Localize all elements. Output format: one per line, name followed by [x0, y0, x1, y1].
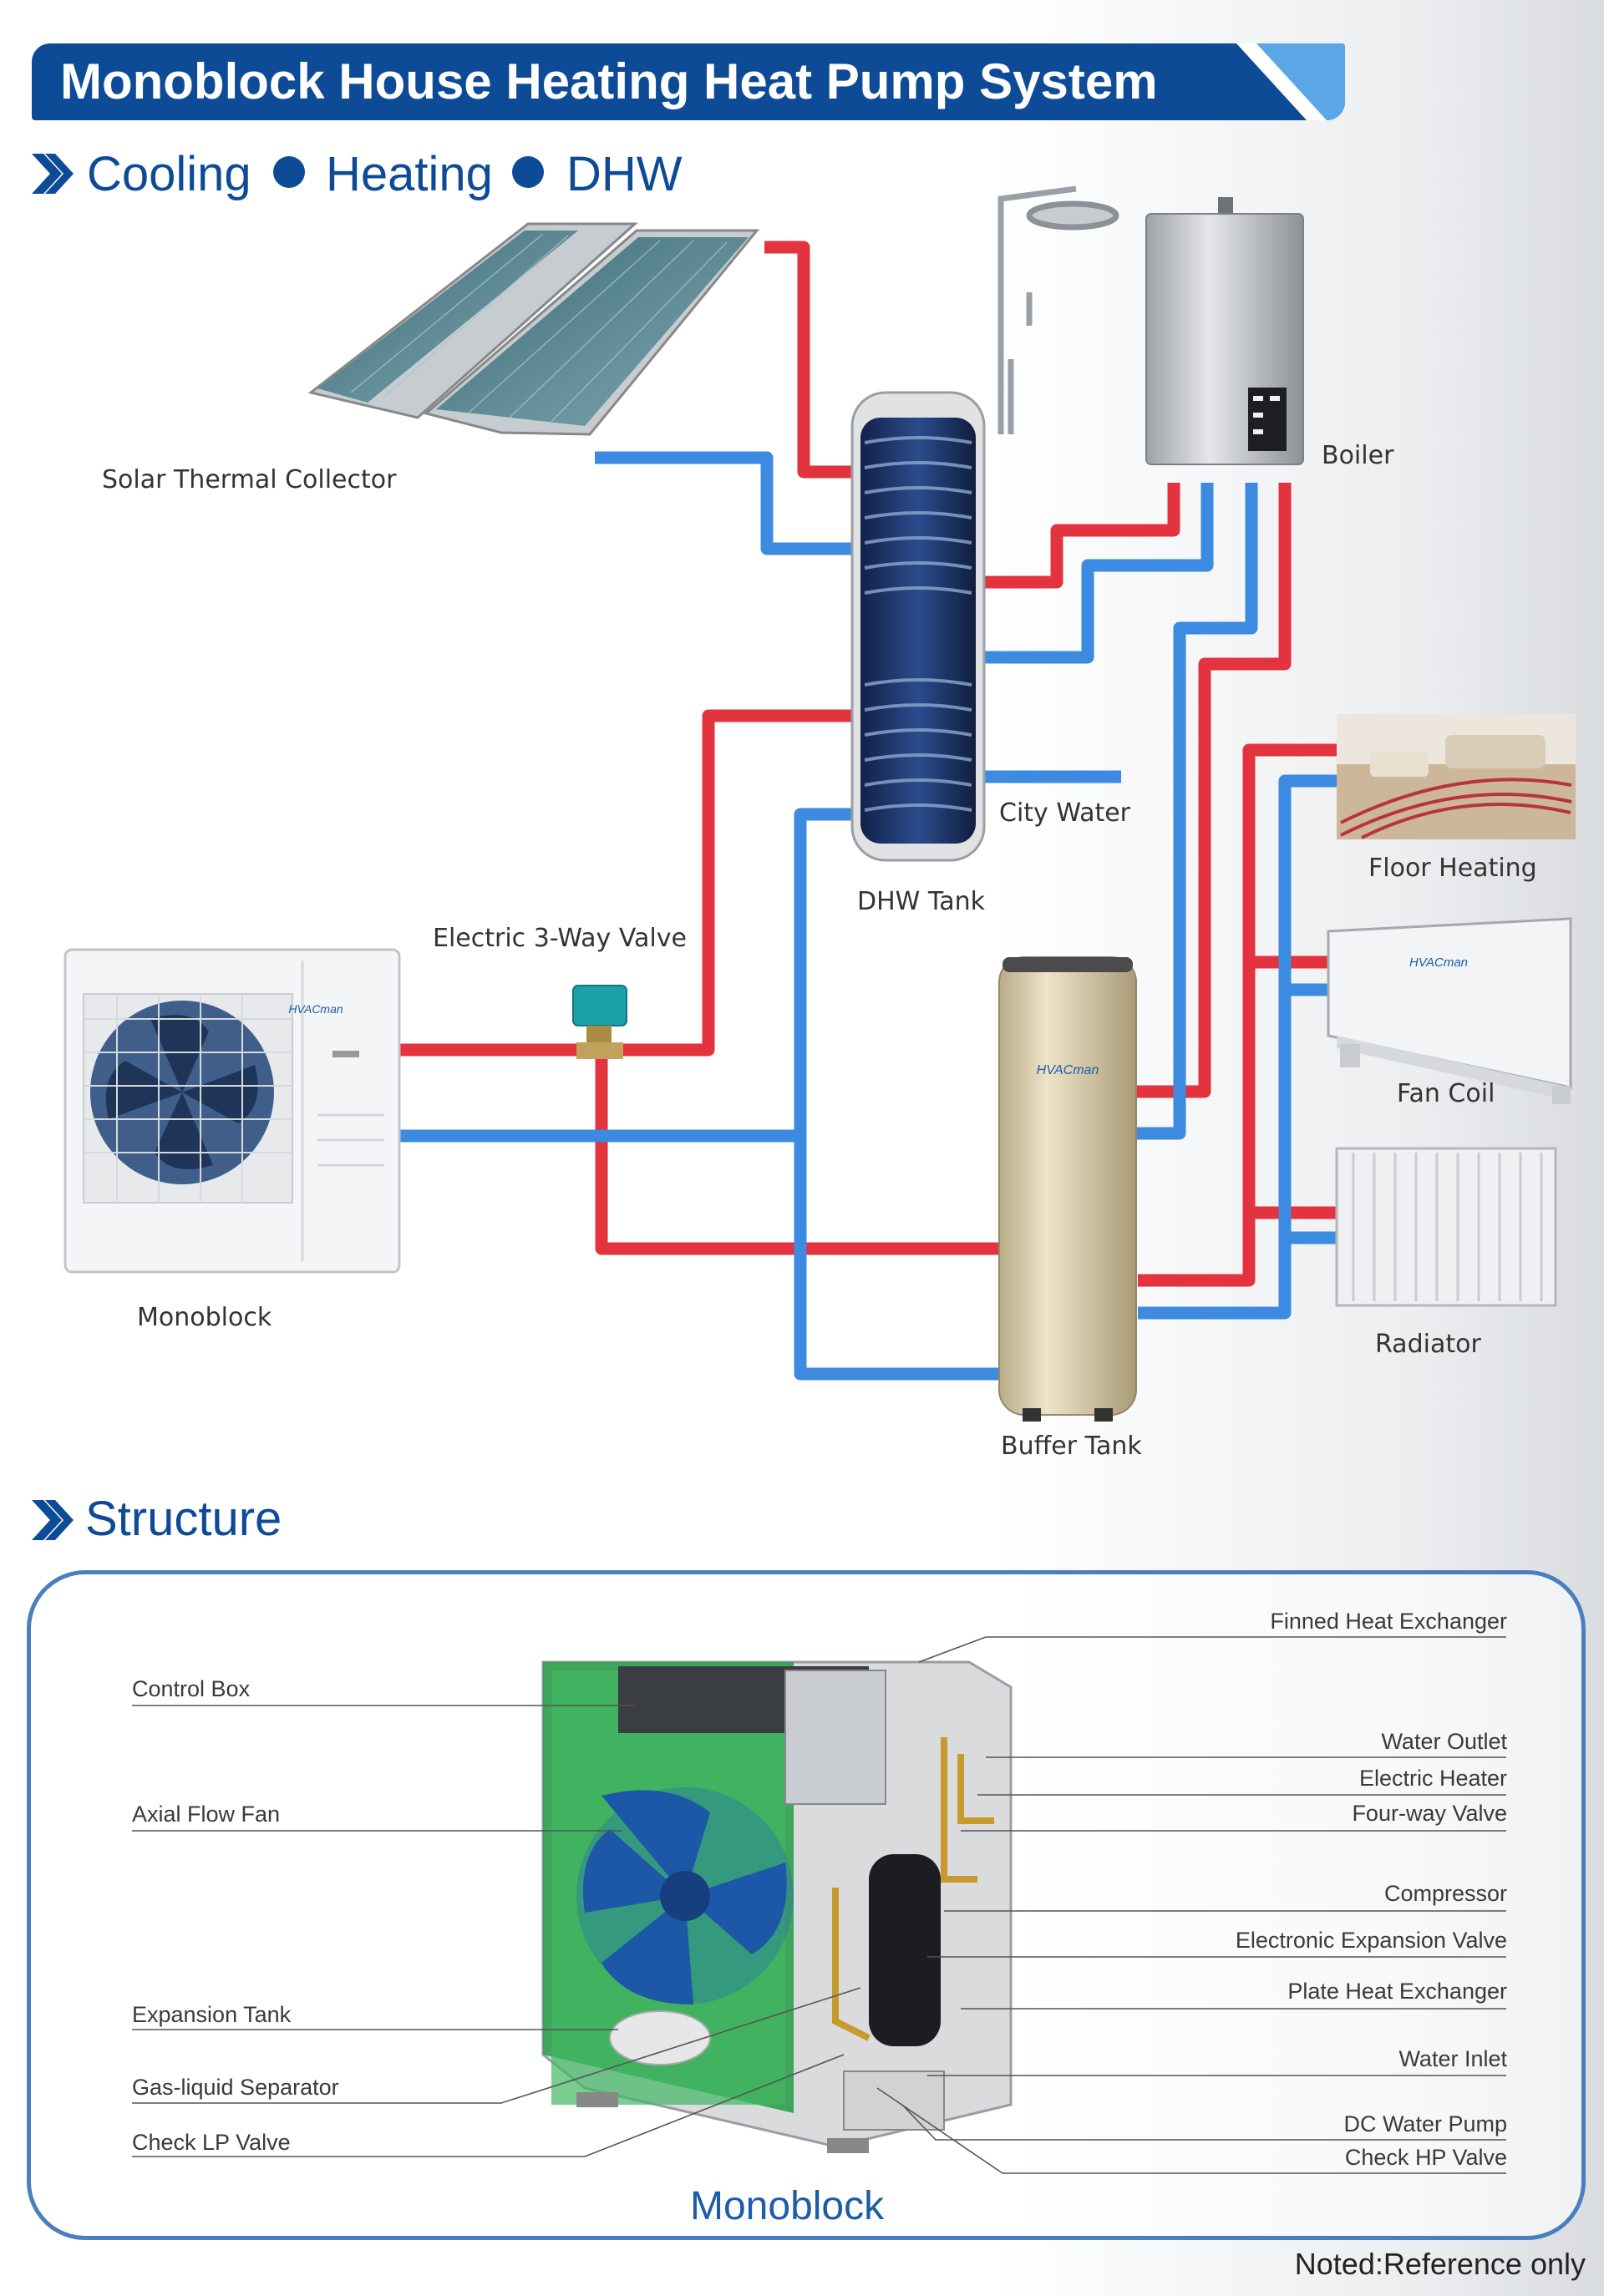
monoblock-cutaway-illustration	[132, 1636, 1506, 2174]
page-title: Monoblock House Heating Heat Pump System	[60, 53, 1158, 109]
part-check-lp-valve: Check LP Valve	[132, 2130, 291, 2155]
chevron-icon	[32, 1500, 74, 1540]
cold-water-pipes	[399, 451, 1337, 1381]
footer-note: Noted:Reference only	[1294, 2247, 1586, 2281]
mode-heating: Heating	[326, 147, 493, 201]
brand-logo-monoblock: HVACman	[288, 1002, 343, 1016]
fan-blade-icon	[576, 1787, 794, 2005]
three-way-valve-icon	[572, 985, 627, 1059]
bullet-dot-icon	[512, 156, 544, 188]
hot-pipe-monoblock-buffer	[595, 1050, 1002, 1255]
shower-icon	[997, 185, 1119, 434]
label-solar-collector: Solar Thermal Collector	[102, 465, 397, 494]
part-electronic-expansion-valve: Electronic Expansion Valve	[1235, 1928, 1507, 1953]
cold-pipe-dhw-boiler	[984, 483, 1214, 664]
label-floor-heating: Floor Heating	[1368, 854, 1537, 883]
bullet-dot-icon	[273, 156, 305, 188]
part-expansion-tank: Expansion Tank	[132, 2002, 292, 2027]
hot-pipe-solar	[764, 241, 852, 479]
mode-dhw: DHW	[566, 147, 683, 201]
title-accent-stripe	[1236, 43, 1345, 120]
label-monoblock: Monoblock	[137, 1303, 272, 1332]
hot-pipe-buffer-boiler	[1136, 483, 1292, 1098]
cold-pipe-buffer-boiler	[1136, 483, 1258, 1140]
hot-pipe-monoblock-dhw	[399, 709, 852, 1057]
part-electric-heater: Electric Heater	[1358, 1766, 1507, 1791]
part-plate-heat-exchanger: Plate Heat Exchanger	[1287, 1979, 1507, 2004]
leader-lines	[132, 1636, 1506, 2174]
hot-pipe-floor	[1138, 743, 1337, 1287]
dhw-tank-icon	[850, 391, 986, 862]
radiator-icon	[1335, 1147, 1557, 1307]
part-check-hp-valve: Check HP Valve	[1344, 2145, 1507, 2170]
part-water-outlet: Water Outlet	[1381, 1729, 1507, 1754]
heat-pump-system-diagram: HVACman HVACman HVACman	[63, 185, 1576, 1422]
label-buffer-tank: Buffer Tank	[1001, 1432, 1142, 1461]
fan-coil-icon	[1327, 917, 1572, 1104]
monoblock-unit-icon	[63, 948, 401, 1274]
part-finned-heat-exchanger: Finned Heat Exchanger	[1270, 1609, 1507, 1634]
part-compressor: Compressor	[1383, 1881, 1507, 1906]
label-dhw-tank: DHW Tank	[857, 887, 985, 916]
structure-caption: Monoblock	[690, 2184, 885, 2228]
brand-logo-fancoil: HVACman	[1409, 955, 1468, 970]
part-water-inlet: Water Inlet	[1398, 2046, 1507, 2071]
part-gas-liquid-separator: Gas-liquid Separator	[132, 2075, 339, 2100]
label-valve: Electric 3-Way Valve	[433, 924, 687, 953]
mode-cooling: Cooling	[87, 147, 251, 201]
label-city-water: City Water	[999, 798, 1131, 828]
title-bar: Monoblock House Heating Heat Pump System	[32, 43, 1345, 120]
floor-heating-icon	[1337, 714, 1576, 839]
brand-logo-buffer: HVACman	[1037, 1063, 1099, 1077]
label-radiator: Radiator	[1375, 1330, 1481, 1359]
label-boiler: Boiler	[1322, 441, 1394, 470]
hot-pipe-dhw-boiler	[984, 483, 1180, 589]
part-axial-flow-fan: Axial Flow Fan	[132, 1802, 281, 1827]
structure-heading: Structure	[85, 1492, 282, 1546]
part-control-box: Control Box	[132, 1676, 251, 1701]
cold-pipe-solar	[595, 451, 852, 555]
solar-collector-icon	[307, 222, 760, 436]
part-four-way-valve: Four-way Valve	[1352, 1801, 1507, 1826]
cold-pipe-monoblock-dhw	[399, 808, 852, 1143]
chevron-icon	[32, 154, 74, 194]
cold-pipe-monoblock-buffer	[794, 1136, 1002, 1381]
cold-pipe-floor	[1138, 774, 1337, 1320]
part-dc-water-pump: DC Water Pump	[1343, 2111, 1507, 2136]
boiler-icon	[1145, 197, 1304, 465]
buffer-tank-icon	[998, 956, 1137, 1422]
label-fan-coil: Fan Coil	[1397, 1079, 1495, 1108]
